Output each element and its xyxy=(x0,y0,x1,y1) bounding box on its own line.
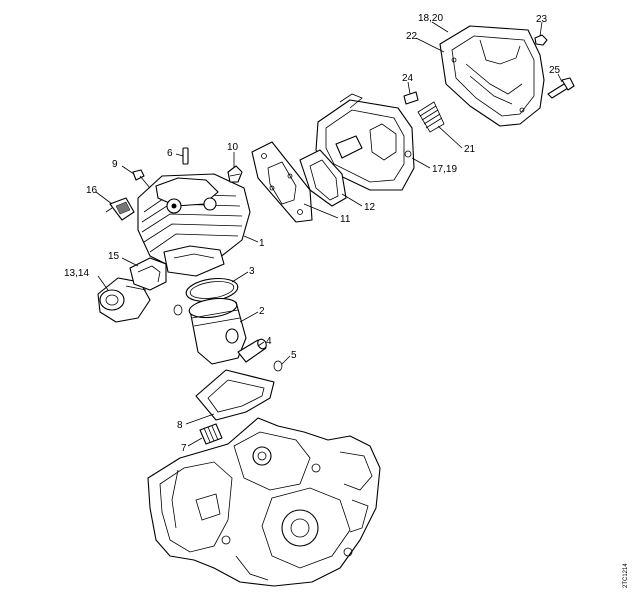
callout-16: 16 xyxy=(86,185,98,196)
needle-cage-7[interactable] xyxy=(199,423,223,445)
leader-lines xyxy=(95,21,563,447)
callout-9: 9 xyxy=(112,159,118,170)
muffler-screw-24[interactable] xyxy=(403,91,419,105)
callout-2: 2 xyxy=(259,306,265,317)
callout-18-20: 18,20 xyxy=(418,13,443,24)
exhaust-flange-11[interactable] xyxy=(251,141,313,223)
crankcase[interactable] xyxy=(147,417,381,587)
muffler-body[interactable] xyxy=(315,93,415,191)
cylinder-screw-9[interactable] xyxy=(132,169,151,189)
callout-6: 6 xyxy=(167,148,173,159)
callout-22: 22 xyxy=(406,31,418,42)
callout-labels: 1 2 3 4 5 6 7 8 9 10 11 12 13,14 15 16 1… xyxy=(64,13,561,454)
callout-15: 15 xyxy=(108,251,120,262)
callout-7: 7 xyxy=(181,443,187,454)
callout-25: 25 xyxy=(549,65,561,76)
spark-plug-16[interactable] xyxy=(105,197,135,221)
piston-2[interactable] xyxy=(188,296,247,365)
callout-23: 23 xyxy=(536,14,548,25)
intake-manifold[interactable] xyxy=(97,277,151,323)
piston-ring-3[interactable] xyxy=(185,275,240,304)
circlip-5[interactable] xyxy=(173,304,283,372)
callout-24: 24 xyxy=(402,73,414,84)
muffler-cover[interactable] xyxy=(439,25,545,127)
base-gasket-8[interactable] xyxy=(195,369,275,421)
cover-screw-23[interactable] xyxy=(534,34,548,46)
cylinder[interactable] xyxy=(137,173,251,277)
callout-1: 1 xyxy=(259,238,265,249)
callout-10: 10 xyxy=(227,142,239,153)
decompression-valve-10[interactable] xyxy=(227,165,243,183)
callout-3: 3 xyxy=(249,266,255,277)
callout-11: 11 xyxy=(340,214,351,225)
callout-4: 4 xyxy=(266,336,272,347)
callout-21: 21 xyxy=(464,144,476,155)
callout-13-14: 13,14 xyxy=(64,268,89,279)
spark-arrest-screen[interactable] xyxy=(417,101,445,133)
callout-12: 12 xyxy=(364,202,376,213)
callout-8: 8 xyxy=(177,420,183,431)
cover-screw-25[interactable] xyxy=(547,77,575,99)
callout-5: 5 xyxy=(291,350,297,361)
callout-17-19: 17,19 xyxy=(432,164,457,175)
pin-6[interactable] xyxy=(182,147,189,165)
drawing-code: 2TC1214 xyxy=(623,563,629,588)
clamp-15[interactable] xyxy=(129,257,167,291)
